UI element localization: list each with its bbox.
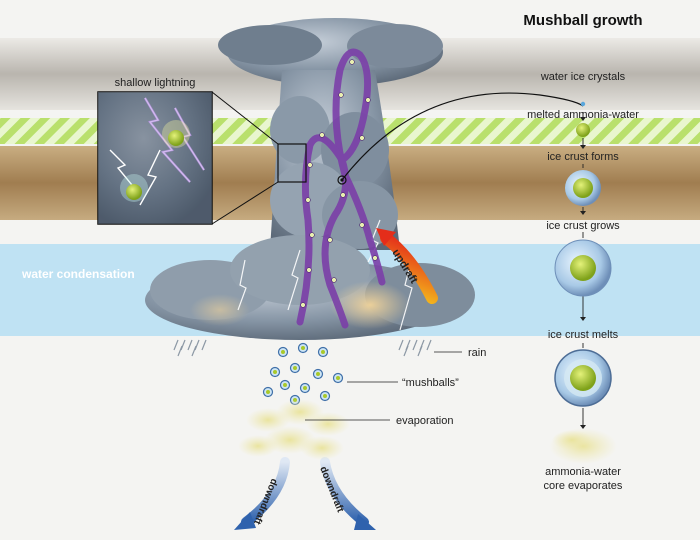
label-leaders bbox=[305, 351, 462, 421]
mushball-cluster bbox=[262, 342, 344, 406]
storm-cloud bbox=[145, 18, 475, 340]
inset-source-box bbox=[277, 143, 307, 183]
final-step-line1: ammonia-water bbox=[545, 466, 621, 478]
water-condensation-label: water condensation bbox=[21, 267, 135, 281]
growth-panel: water ice crystals melted ammonia-water … bbox=[527, 71, 639, 492]
mushballs-label: “mushballs” bbox=[402, 377, 459, 389]
melted-droplet bbox=[576, 123, 590, 137]
evaporation-label: evaporation bbox=[396, 415, 454, 427]
downdraft-arrows: downdraft downdraft bbox=[234, 457, 376, 530]
rain-label: rain bbox=[468, 347, 486, 359]
growth-step-ice-crystals: water ice crystals bbox=[540, 71, 626, 83]
rain-patch-left bbox=[173, 339, 207, 357]
growth-leader-line bbox=[337, 92, 584, 185]
downdraft-arrow-left bbox=[241, 457, 290, 527]
arrow-down-icon bbox=[234, 512, 256, 530]
final-step-line2: core evaporates bbox=[544, 480, 623, 492]
diagram-title: Mushball growth bbox=[523, 12, 642, 29]
ice-crystal-dot bbox=[580, 101, 586, 107]
growth-step-melted: melted ammonia-water bbox=[527, 109, 639, 121]
shallow-lightning-label: shallow lightning bbox=[115, 77, 196, 89]
trajectory-particles bbox=[300, 59, 378, 308]
arrow-down-icon bbox=[354, 514, 376, 530]
growth-step-crust-forms: ice crust forms bbox=[547, 151, 619, 163]
growth-step-crust-grows: ice crust grows bbox=[546, 220, 620, 232]
rain-patch-right bbox=[398, 339, 432, 357]
shallow-lightning-inset: shallow lightning bbox=[97, 77, 307, 225]
growth-step-crust-melts: ice crust melts bbox=[548, 329, 619, 341]
evaporation-haze bbox=[238, 399, 350, 460]
particle-trajectory bbox=[296, 48, 386, 329]
downdraft-label-left: downdraft bbox=[251, 477, 280, 527]
